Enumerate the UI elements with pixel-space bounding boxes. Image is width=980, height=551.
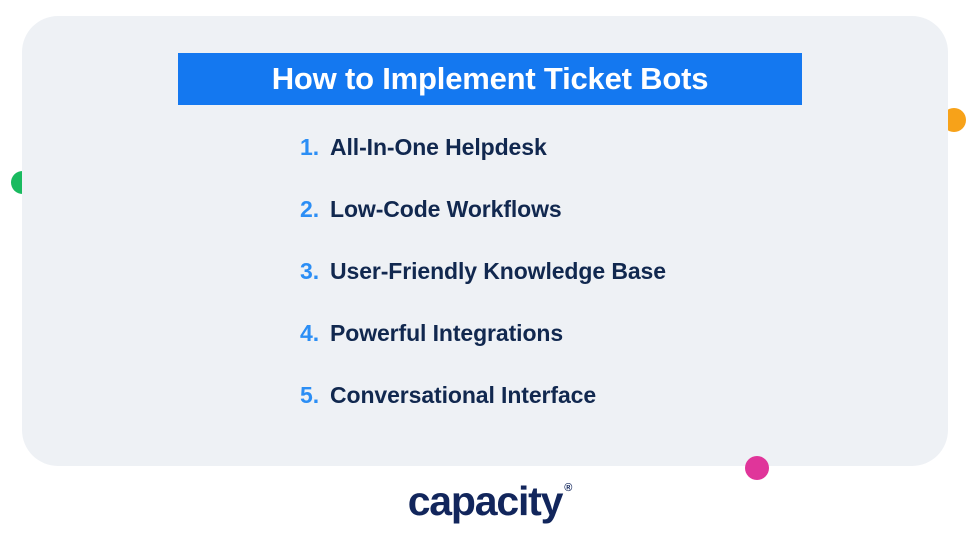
magenta-dot-icon [745, 456, 769, 480]
list-item-number: 3. [300, 258, 320, 284]
page-title: How to Implement Ticket Bots [271, 61, 709, 96]
list-item-label: Powerful Integrations [330, 320, 564, 346]
list-item-label: User-Friendly Knowledge Base [330, 258, 666, 284]
logo-wordmark: capacity [407, 478, 564, 524]
content-card: How to Implement Ticket Bots 1. All-In-O… [22, 16, 948, 466]
list-item-number: 5. [300, 382, 320, 408]
list-item-number: 2. [300, 196, 320, 222]
numbered-list: 1. All-In-One Helpdesk 2. Low-Code Workf… [300, 134, 820, 444]
title-banner: How to Implement Ticket Bots [178, 53, 802, 105]
list-item-label: All-In-One Helpdesk [330, 134, 547, 160]
list-item: 4. Powerful Integrations [300, 320, 820, 382]
list-item-number: 4. [300, 320, 320, 346]
list-item: 2. Low-Code Workflows [300, 196, 820, 258]
list-item-number: 1. [300, 134, 320, 160]
list-item-label: Low-Code Workflows [330, 196, 562, 222]
capacity-logo: capacity ® [0, 478, 980, 525]
list-item: 1. All-In-One Helpdesk [300, 134, 820, 196]
list-item: 5. Conversational Interface [300, 382, 820, 444]
list-item-label: Conversational Interface [330, 382, 597, 408]
list-item: 3. User-Friendly Knowledge Base [300, 258, 820, 320]
registered-trademark-icon: ® [564, 482, 573, 494]
